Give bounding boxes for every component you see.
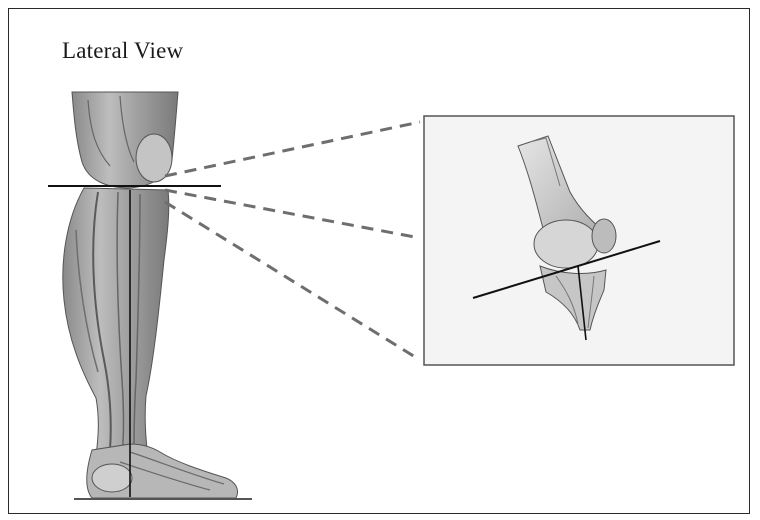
leg-anatomy-illustration <box>63 92 238 498</box>
callout-line-bottom <box>165 202 420 360</box>
callout-line-middle <box>165 190 420 238</box>
callout-line-top <box>165 122 420 176</box>
